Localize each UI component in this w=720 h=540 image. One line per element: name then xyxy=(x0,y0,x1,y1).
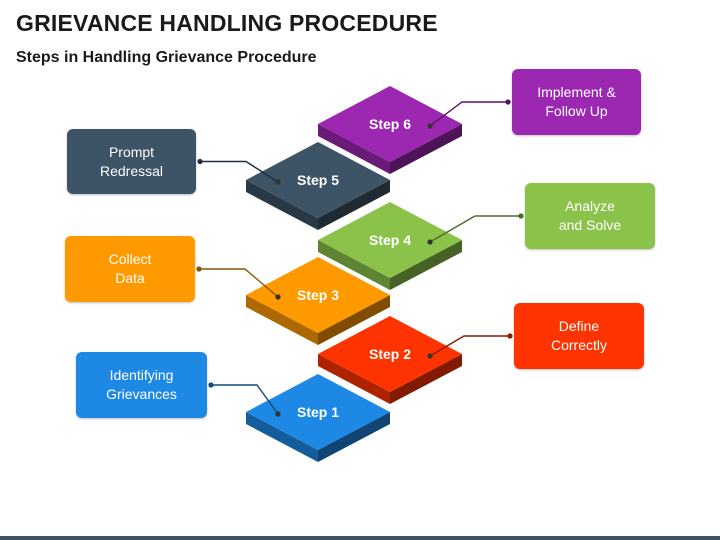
step-6-description-box: Implement & Follow Up xyxy=(512,69,641,135)
step-3-label: Step 3 xyxy=(297,287,339,303)
step-5-top-face xyxy=(246,142,390,218)
step-6-right-face xyxy=(390,124,462,174)
step-4-connector xyxy=(429,215,521,243)
step-2-right-face xyxy=(390,354,462,404)
step-3-connector-dot-start xyxy=(196,266,202,272)
step-1-top-face xyxy=(246,374,390,450)
step-4-label: Step 4 xyxy=(369,232,411,248)
step-6-label: Step 6 xyxy=(369,116,411,132)
step-2-label: Step 2 xyxy=(369,346,411,362)
step-4-top-face xyxy=(318,202,462,278)
step-3-block: Step 3 xyxy=(246,257,390,345)
step-3-top-face xyxy=(246,257,390,333)
step-4-description-box: Analyze and Solve xyxy=(525,183,655,249)
step-2-connector xyxy=(429,335,510,357)
bottom-accent-bar xyxy=(0,536,720,540)
step-2-connector-dot-end xyxy=(427,353,433,359)
page-subtitle: Steps in Handling Grievance Procedure xyxy=(16,49,317,66)
step-4-right-face xyxy=(390,240,462,290)
step-5-label: Step 5 xyxy=(297,172,339,188)
step-3-description-box: Collect Data xyxy=(65,236,195,302)
step-6-connector-dot-start xyxy=(505,99,511,105)
step-3-connector-dot-end xyxy=(275,294,281,300)
step-4-left-face xyxy=(318,240,390,290)
step-4-connector-dot-start xyxy=(518,213,524,219)
step-1-label: Step 1 xyxy=(297,404,339,420)
step-5-connector xyxy=(200,160,279,183)
step-5-block: Step 5 xyxy=(246,142,390,230)
step-1-block: Step 1 xyxy=(246,374,390,462)
step-2-top-face xyxy=(318,316,462,392)
step-6-connector xyxy=(429,101,508,127)
step-1-connector-dot-start xyxy=(208,382,214,388)
step-5-connector-dot-start xyxy=(197,158,203,165)
step-4-block: Step 4 xyxy=(318,202,462,290)
step-3-left-face xyxy=(246,295,318,345)
step-3-connector xyxy=(199,268,279,298)
step-6-block: Step 6 xyxy=(318,86,462,174)
step-5-left-face xyxy=(246,180,318,230)
step-5-right-face xyxy=(318,180,390,230)
step-1-connector-dot-end xyxy=(275,411,281,417)
step-3-right-face xyxy=(318,295,390,345)
step-1-connector xyxy=(211,384,279,415)
step-1-left-face xyxy=(246,412,318,462)
step-1-right-face xyxy=(318,412,390,462)
step-1-description-box: Identifying Grievances xyxy=(76,352,207,418)
step-2-description-box: Define Correctly xyxy=(514,303,644,369)
step-5-connector-dot-end xyxy=(275,179,281,185)
step-6-connector-dot-end xyxy=(427,123,433,129)
step-4-connector-dot-end xyxy=(427,239,433,245)
step-2-connector-dot-start xyxy=(507,333,513,339)
step-5-description-box: Prompt Redressal xyxy=(67,129,196,194)
step-6-top-face xyxy=(318,86,462,162)
step-6-left-face xyxy=(318,124,390,174)
step-2-left-face xyxy=(318,354,390,404)
step-2-block: Step 2 xyxy=(318,316,462,404)
page-title: GRIEVANCE HANDLING PROCEDURE xyxy=(16,10,438,36)
